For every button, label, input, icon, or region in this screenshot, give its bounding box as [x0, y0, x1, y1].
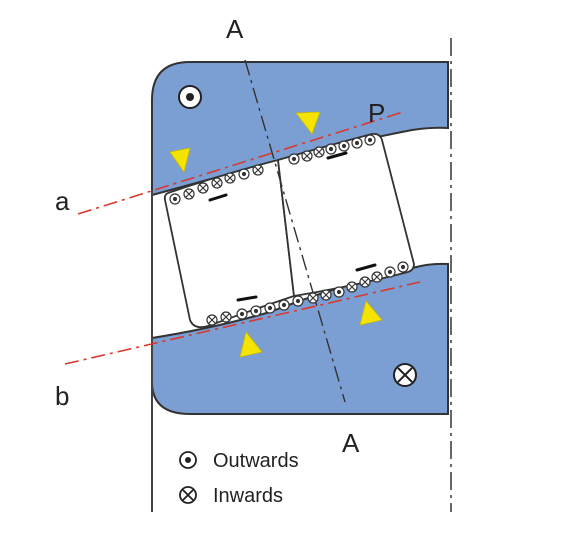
legend-label-outwards: Outwards [213, 450, 299, 472]
marker-triangle-icon [359, 300, 383, 326]
contact-line-a [77, 111, 404, 215]
axis-label-bottom: A [342, 428, 360, 458]
axis-label-top: A [226, 14, 244, 44]
upper-flow-symbols [169, 134, 376, 205]
line-label-a: a [55, 186, 70, 216]
dot-circle-icon [236, 261, 409, 320]
inner-ring-cross-symbol [393, 363, 417, 387]
contact-markers [169, 111, 383, 358]
point-label-p: P [368, 98, 385, 128]
legend: Outwards Inwards [179, 450, 299, 507]
cross-circle-icon [183, 146, 325, 200]
legend-label-inwards: Inwards [213, 485, 283, 507]
cross-circle-icon [206, 271, 383, 326]
marker-triangle-icon [295, 111, 321, 135]
contact-line-b [64, 281, 421, 365]
axis-a-line [244, 59, 346, 403]
roller-left [163, 158, 295, 329]
thrust-marks [208, 151, 377, 302]
marker-triangle-icon [169, 147, 191, 173]
dot-circle-icon [169, 134, 376, 205]
line-label-b: b [55, 381, 69, 411]
marker-triangle-icon [239, 331, 263, 358]
legend-item-inwards: Inwards [179, 485, 283, 507]
lower-flow-symbols [206, 261, 409, 326]
legend-item-outwards: Outwards [179, 450, 299, 472]
outer-ring-dot-symbol [178, 85, 202, 109]
